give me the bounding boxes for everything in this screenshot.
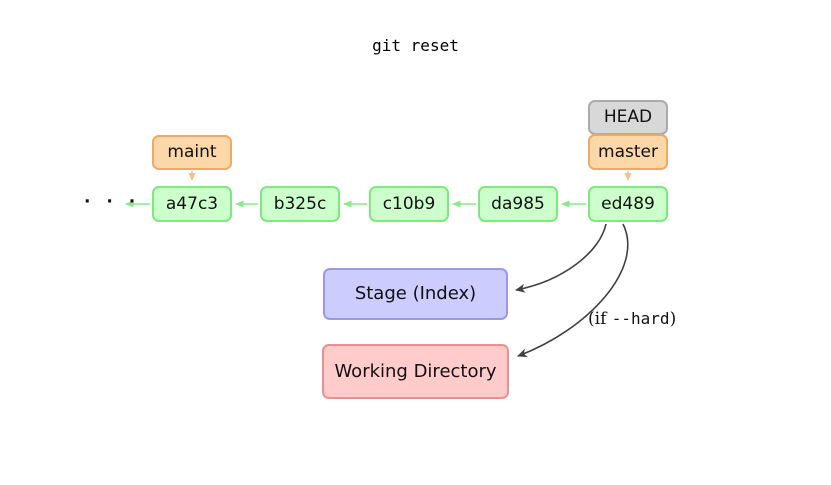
stage-index-box: Stage (Index) bbox=[323, 268, 508, 320]
working-directory-box: Working Directory bbox=[322, 344, 509, 399]
branch-label-maint: maint bbox=[167, 142, 217, 162]
commit-label: ed489 bbox=[601, 193, 655, 214]
reset-to-stage-arrow bbox=[515, 223, 607, 293]
branch-label-master: master bbox=[598, 141, 658, 162]
commit-node-b325c: b325c bbox=[260, 186, 340, 222]
head-ref-label: HEAD bbox=[603, 107, 653, 127]
history-ellipsis: · · · bbox=[84, 192, 141, 212]
commit-label: a47c3 bbox=[165, 193, 219, 214]
working-directory-label: Working Directory bbox=[334, 360, 497, 382]
diagram-title: git reset bbox=[372, 36, 459, 55]
commit-node-ed489: ed489 bbox=[588, 186, 668, 222]
if-hard-suffix: ) bbox=[669, 309, 677, 329]
if-hard-prefix: (if bbox=[588, 309, 612, 329]
if-hard-flag: --hard bbox=[611, 309, 670, 328]
if-hard-annotation: (if --hard) bbox=[588, 309, 676, 329]
commit-label: da985 bbox=[491, 193, 545, 214]
reset-to-working-arrow bbox=[517, 223, 629, 358]
branch-box-master: master bbox=[588, 134, 668, 170]
commit-label: c10b9 bbox=[382, 193, 436, 214]
branch-box-maint: maint bbox=[152, 135, 232, 170]
commit-label: b325c bbox=[273, 193, 327, 214]
commit-node-c10b9: c10b9 bbox=[369, 186, 449, 222]
commit-node-a47c3: a47c3 bbox=[152, 186, 232, 222]
stage-index-label: Stage (Index) bbox=[354, 283, 477, 304]
head-ref-box: HEAD bbox=[588, 100, 668, 135]
commit-node-da985: da985 bbox=[478, 186, 558, 222]
